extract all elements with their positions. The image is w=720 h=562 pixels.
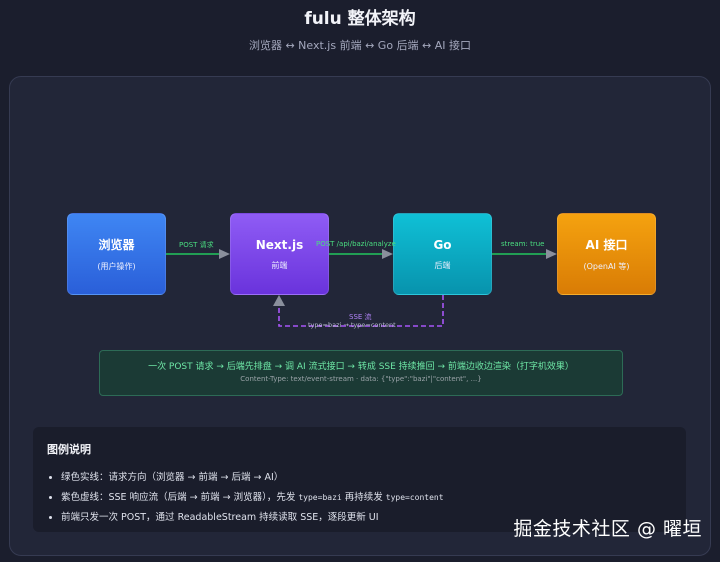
flow-note-main: 一次 POST 请求 → 后端先排盘 → 调 AI 流式接口 → 转成 SSE … — [148, 362, 574, 372]
node-go-subtitle: 后端 — [434, 260, 451, 270]
edge-label-sse: SSE 流 — [349, 313, 372, 321]
arrowhead-next — [219, 249, 230, 259]
arrowhead-ai — [546, 249, 557, 259]
arrowhead-go — [382, 249, 393, 259]
node-go: Go 后端 — [393, 213, 492, 295]
node-nextjs-subtitle: 前端 — [271, 260, 288, 270]
page-subtitle: 浏览器 ↔ Next.js 前端 ↔ Go 后端 ↔ AI 接口 — [248, 39, 472, 52]
legend-item-green: 绿色实线：请求方向（浏览器 → 前端 → 后端 → AI） — [61, 468, 672, 488]
node-ai-subtitle: (OpenAI 等) — [583, 262, 630, 271]
edge-label-sse-detail: type=bazi → type=content — [308, 321, 396, 329]
arrowhead-sse — [273, 295, 285, 306]
watermark: 掘金技术社区 @ 曜垣 — [513, 518, 702, 540]
flow-note-box: 一次 POST 请求 → 后端先排盘 → 调 AI 流式接口 → 转成 SSE … — [99, 350, 623, 396]
legend-item-green-text: 绿色实线：请求方向（浏览器 → 前端 → 后端 → AI） — [61, 472, 284, 483]
node-go-title: Go — [433, 237, 452, 252]
legend-code-content: type=content — [385, 493, 444, 502]
node-nextjs-title: Next.js — [255, 237, 304, 252]
legend-item-purple-mid: 再持续发 — [341, 492, 386, 503]
node-ai: AI 接口 (OpenAI 等) — [557, 213, 656, 295]
flow-note-sub: Content-Type: text/event-stream · data: … — [240, 375, 482, 383]
node-browser-subtitle: (用户操作) — [97, 262, 136, 271]
node-ai-title: AI 接口 — [585, 238, 628, 252]
legend-item-purple: 紫色虚线：SSE 响应流（后端 → 前端 → 浏览器），先发 type=bazi… — [61, 488, 672, 508]
node-browser: 浏览器 (用户操作) — [67, 213, 166, 295]
edge-label-post-api: POST /api/bazi/analyze — [316, 240, 396, 248]
node-nextjs: Next.js 前端 — [230, 213, 329, 295]
legend-item-post-text: 前端只发一次 POST，通过 ReadableStream 持续读取 SSE，逐… — [61, 512, 379, 523]
legend-title: 图例说明 — [47, 443, 91, 456]
node-browser-title: 浏览器 — [98, 238, 135, 252]
legend-item-purple-prefix: 紫色虚线：SSE 响应流（后端 → 前端 → 浏览器），先发 — [61, 492, 299, 503]
edge-label-post-request: POST 请求 — [179, 241, 214, 249]
page-title: fulu 整体架构 — [304, 9, 416, 29]
edge-sse-line — [278, 295, 444, 327]
edge-label-stream: stream: true — [501, 240, 545, 248]
legend-code-bazi: type=bazi — [298, 493, 342, 502]
legend-box: 图例说明 绿色实线：请求方向（浏览器 → 前端 → 后端 → AI） 紫色虚线：… — [33, 427, 686, 532]
legend-item-post: 前端只发一次 POST，通过 ReadableStream 持续读取 SSE，逐… — [61, 508, 672, 528]
legend-list: 绿色实线：请求方向（浏览器 → 前端 → 后端 → AI） 紫色虚线：SSE 响… — [47, 468, 672, 528]
